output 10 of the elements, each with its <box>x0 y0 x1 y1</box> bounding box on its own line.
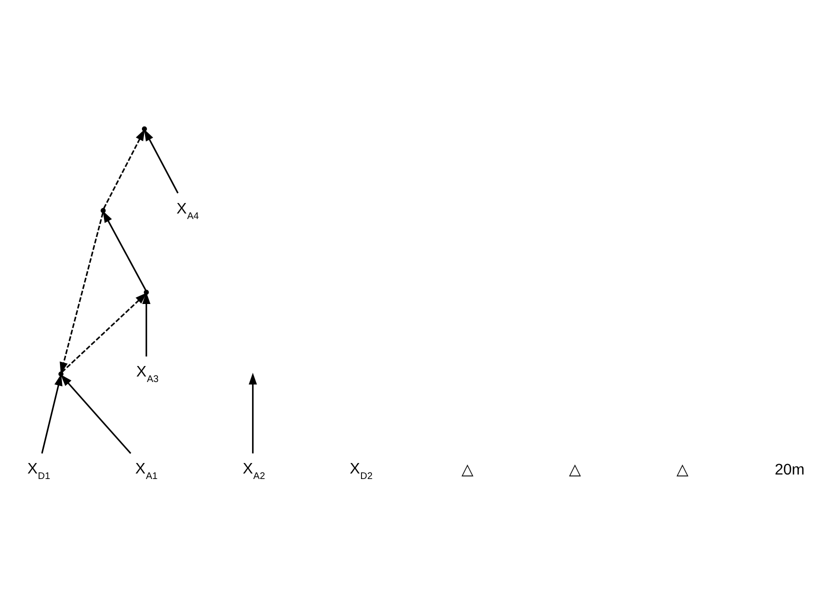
node-text: X$_{A3}$ <box>136 364 159 386</box>
label: 20m <box>774 462 805 479</box>
node-text: X$_{A4}$ <box>176 200 199 222</box>
label: △ <box>568 462 581 479</box>
label: X$_{D2}$ <box>350 460 373 482</box>
node-text: X$_{D1}$ <box>27 460 50 482</box>
node-text: X$_{A1}$ <box>135 460 158 482</box>
node-text: X$_{A2}$ <box>242 460 266 482</box>
label: △ <box>676 462 688 479</box>
label: △ <box>461 462 474 479</box>
